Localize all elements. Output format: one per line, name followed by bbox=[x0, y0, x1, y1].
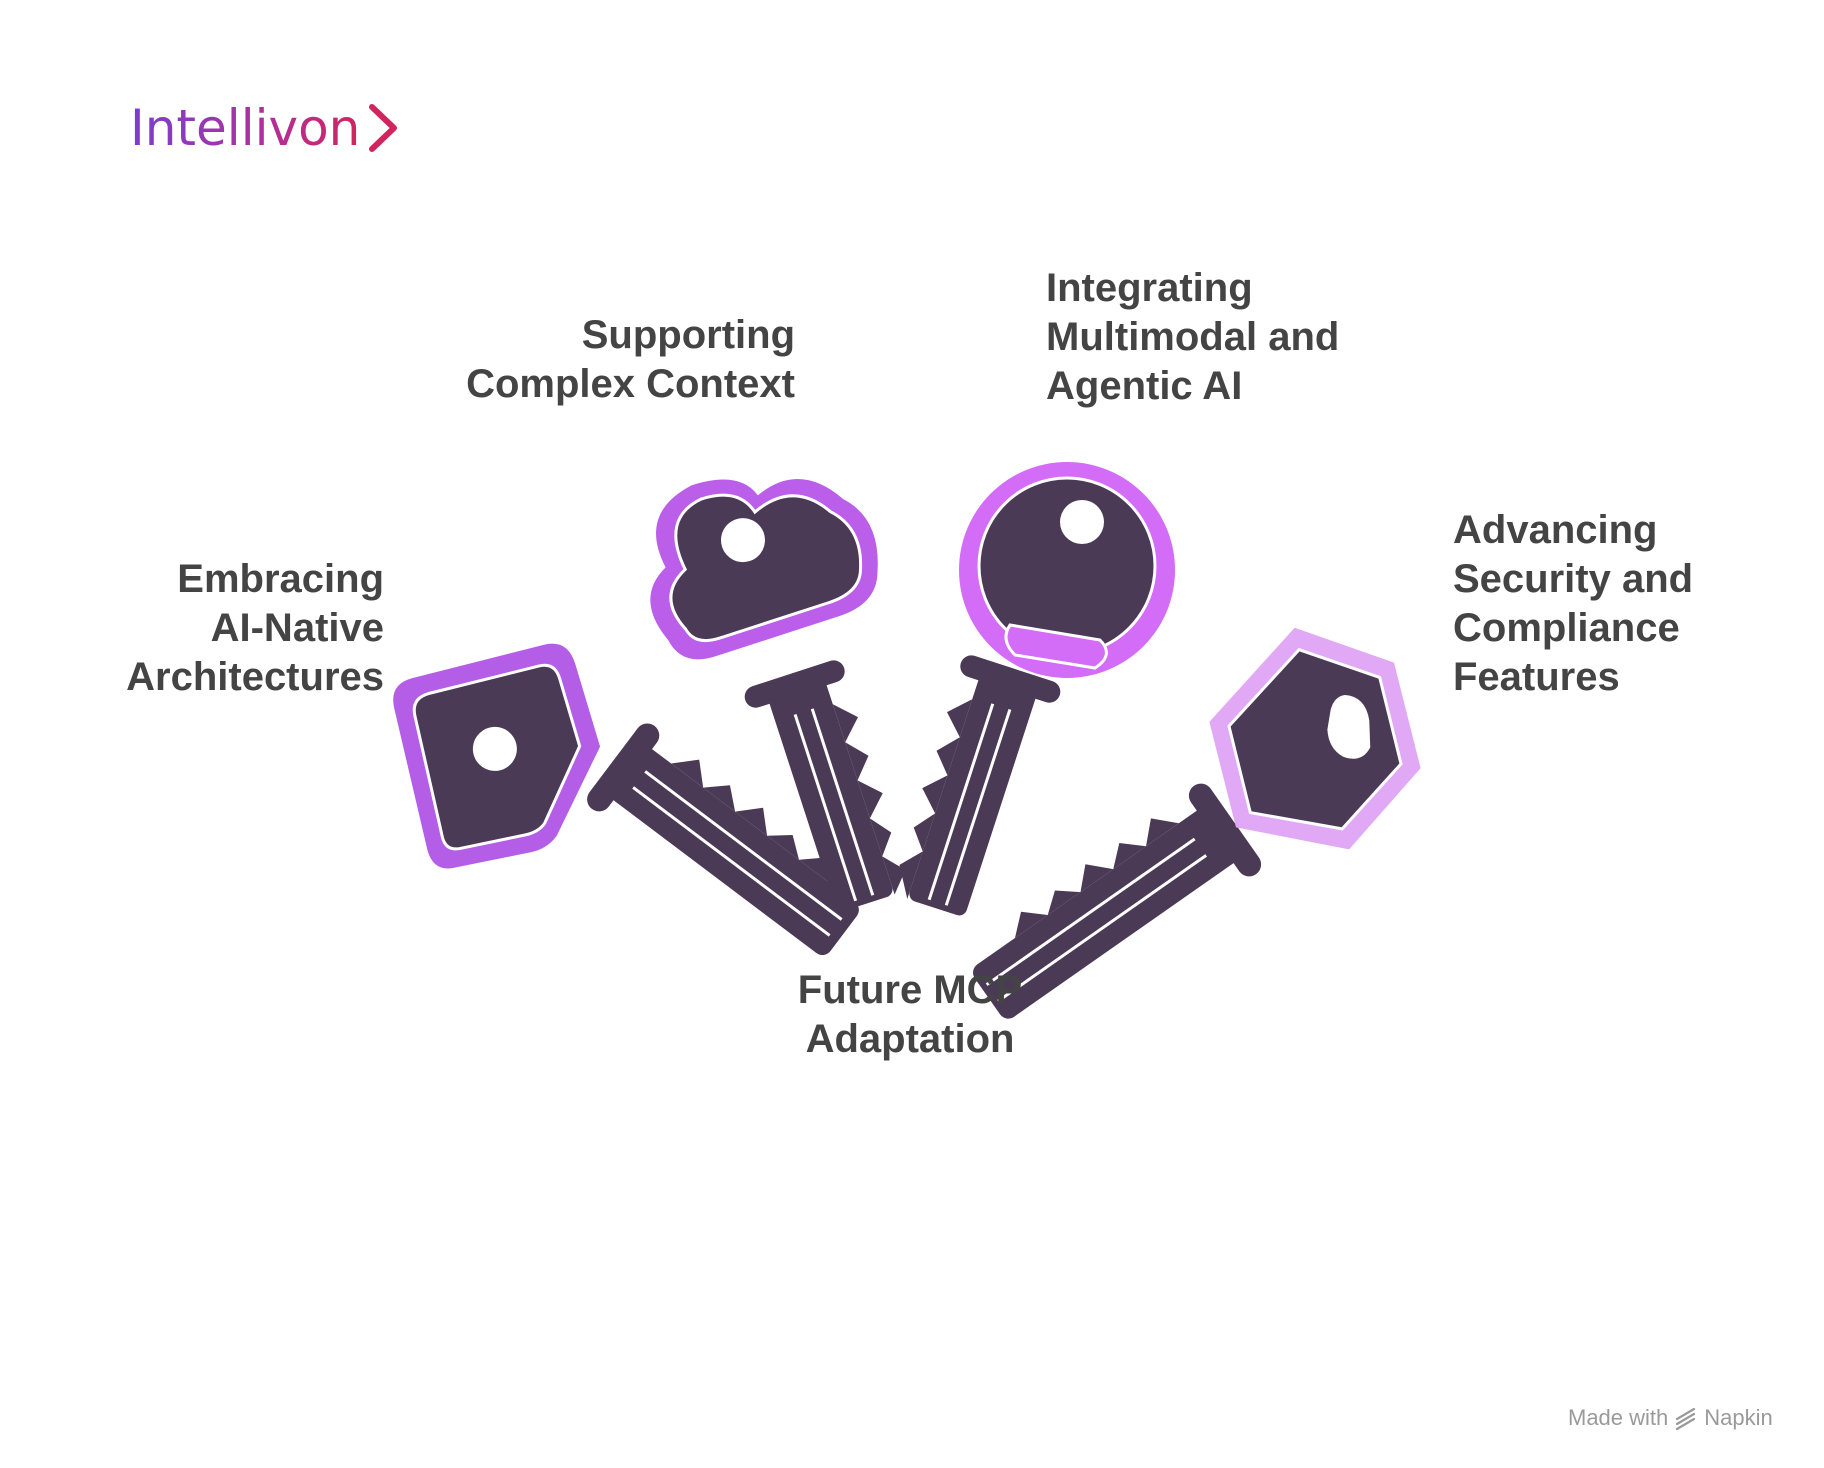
label-integrating-multimodal: Integrating Multimodal and Agentic AI bbox=[1046, 266, 1340, 408]
watermark: Made with Napkin bbox=[1568, 1405, 1773, 1431]
label-supporting-complex-context: Supporting Complex Context bbox=[466, 313, 795, 406]
key-diamond-icon bbox=[393, 643, 859, 956]
watermark-prefix: Made with bbox=[1568, 1405, 1669, 1430]
label-embracing-ai-native: Embracing AI-Native Architectures bbox=[126, 557, 384, 699]
key-cloud-icon bbox=[650, 479, 906, 911]
napkin-pen-icon bbox=[1676, 1407, 1696, 1430]
brand-name: Intellivon bbox=[130, 99, 361, 157]
label-advancing-security: Advancing Security and Compliance Featur… bbox=[1453, 508, 1694, 699]
key-hexagon-icon bbox=[969, 627, 1421, 1019]
label-future-mcp: Future MCP Adaptation bbox=[797, 968, 1023, 1061]
chevron-right-icon bbox=[369, 104, 398, 152]
key-round-icon bbox=[899, 462, 1175, 916]
watermark-brand: Napkin bbox=[1704, 1405, 1773, 1430]
brand-logo: Intellivon bbox=[130, 96, 400, 160]
